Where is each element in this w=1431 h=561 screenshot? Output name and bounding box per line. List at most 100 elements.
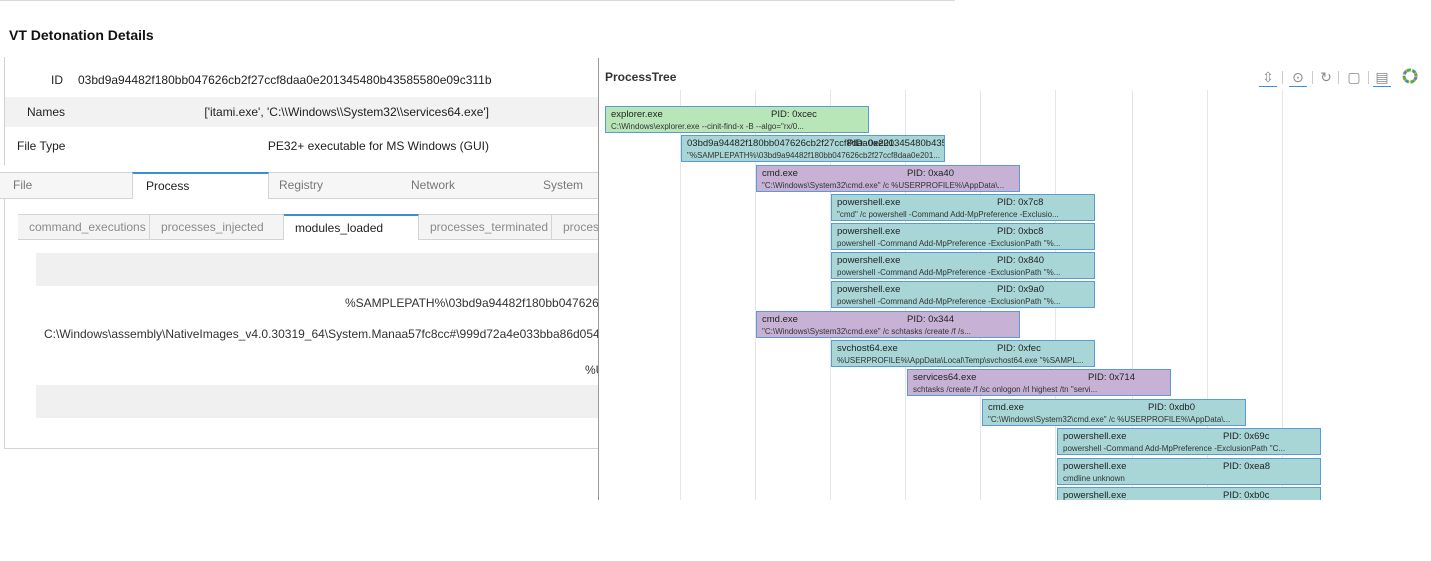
gridline <box>680 90 681 500</box>
gridline <box>1132 90 1133 500</box>
process-node[interactable]: svchost64.exe PID: 0xfec %USERPROFILE%\App… <box>831 340 1095 367</box>
page-title: VT Detonation Details <box>9 27 154 43</box>
filetype-value: PE32+ executable for MS Windows (GUI) <box>267 139 489 153</box>
process-pid: PID: 0x344 <box>907 314 954 325</box>
save-icon[interactable]: ▢ <box>1347 69 1361 85</box>
process-node[interactable]: 03bd9a94482f180bb047626cb2f27ccf8daa0e20… <box>681 135 945 162</box>
process-cmdline: schtasks /create /f /sc onlogon /rl high… <box>913 385 1098 394</box>
tab-registry[interactable]: Registry <box>279 178 324 192</box>
tab-process[interactable]: Process <box>132 172 269 199</box>
process-name: svchost64.exe <box>837 343 898 354</box>
details-table: ID 03bd9a94482f180bb047626cb2f27ccf8daa0… <box>4 57 601 165</box>
id-value: 03bd9a94482f180bb047626cb2f27ccf8daa0e20… <box>78 73 492 87</box>
process-pid: PID: 0xe20 <box>847 138 894 149</box>
process-node[interactable]: powershell.exe PID: 0xbc8 powershell -Comm… <box>831 223 1095 250</box>
process-cmdline: "C:\Windows\System32\cmd.exe" /c %USERPR… <box>988 415 1231 424</box>
process-pid: PID: 0xb0c <box>1223 490 1270 500</box>
names-label: Names <box>27 105 66 119</box>
process-cmdline: C:\Windows\explorer.exe --cinit-find-x -… <box>611 122 804 131</box>
comment-icon[interactable]: ▤ <box>1373 68 1391 87</box>
module-row-empty <box>36 253 600 286</box>
module-row: C:\Windows\assembly\NativeImages_v4.0.30… <box>44 327 600 341</box>
gridline <box>755 90 756 500</box>
process-cmdline: cmdline unknown <box>1063 474 1125 483</box>
tab-system[interactable]: System <box>543 178 584 192</box>
process-name: powershell.exe <box>837 255 901 266</box>
process-pid: PID: 0xdb0 <box>1148 402 1195 413</box>
process-node[interactable]: powershell.exe PID: 0x7c8 "cmd" /c powersh… <box>831 194 1095 221</box>
sub-tab-bar: command_executions processes_injected mo… <box>18 214 601 240</box>
palette-icon[interactable] <box>1401 68 1419 86</box>
module-row: %SAMPLEPATH%\03bd9a94482f180bb047626c <box>345 296 600 310</box>
process-pid: PID: 0xfec <box>997 343 1041 354</box>
module-row-empty <box>36 385 600 418</box>
process-name: powershell.exe <box>1063 431 1127 442</box>
process-cmdline: %USERPROFILE%\AppData\Local\Temp\svchost… <box>837 356 1084 365</box>
subtab-processes-terminated[interactable]: processes_terminated <box>419 215 552 239</box>
process-node[interactable]: cmd.exe PID: 0x344 "C:\Windows\System32\cm… <box>756 311 1020 338</box>
process-cmdline: "C:\Windows\System32\cmd.exe" /c schtask… <box>762 327 971 336</box>
filetype-row: File Type PE32+ executable for MS Window… <box>5 131 601 161</box>
process-pid: PID: 0xa40 <box>907 168 954 179</box>
id-label: ID <box>51 73 63 87</box>
process-cmdline: "%SAMPLEPATH%\03bd9a94482f180bb047626cb2… <box>687 151 940 160</box>
process-pid: PID: 0x714 <box>1088 372 1135 383</box>
main-tab-bar: File Process Registry Network System <box>0 172 600 199</box>
process-cmdline: "cmd" /c powershell -Command Add-MpPrefe… <box>837 210 1059 219</box>
process-name: services64.exe <box>913 372 977 383</box>
subtab-command-executions[interactable]: command_executions <box>18 215 150 239</box>
process-cmdline: powershell -Command Add-MpPreference -Ex… <box>837 297 1061 306</box>
process-node[interactable]: powershell.exe PID: 0xea8 cmdline unknown <box>1057 458 1321 485</box>
process-name: powershell.exe <box>1063 490 1127 500</box>
module-row: %U <box>585 363 600 377</box>
id-row: ID 03bd9a94482f180bb047626cb2f27ccf8daa0… <box>5 65 601 95</box>
refresh-icon[interactable]: ↻ <box>1320 69 1332 85</box>
toolbar-divider <box>1368 71 1369 84</box>
process-pid: PID: 0x840 <box>997 255 1044 266</box>
process-name: cmd.exe <box>988 402 1024 413</box>
process-name: cmd.exe <box>762 168 798 179</box>
process-pid: PID: 0xcec <box>771 109 817 120</box>
expand-icon[interactable]: ⇳ <box>1259 68 1277 87</box>
process-cmdline: "C:\Windows\System32\cmd.exe" /c %USERPR… <box>762 181 1005 190</box>
process-node[interactable]: powershell.exe PID: 0x9a0 powershell -Comm… <box>831 281 1095 308</box>
subtab-modules-loaded[interactable]: modules_loaded <box>284 214 419 240</box>
tab-network[interactable]: Network <box>411 178 456 192</box>
names-row: Names ['itami.exe', 'C:\\Windows\\System… <box>5 97 601 127</box>
process-name: powershell.exe <box>837 197 901 208</box>
process-name: 03bd9a94482f180bb047626cb2f27ccf8daa0e20… <box>687 138 945 149</box>
detonation-details-panel: VT Detonation Details ID 03bd9a94482f180… <box>0 0 955 449</box>
process-pid: PID: 0xbc8 <box>997 226 1044 237</box>
zoom-icon[interactable]: ⊙ <box>1289 68 1307 87</box>
process-node[interactable]: cmd.exe PID: 0xa40 "C:\Windows\System32\cm… <box>756 165 1020 192</box>
subtab-proces[interactable]: proces <box>552 215 601 239</box>
gridline <box>1282 90 1283 500</box>
toolbar-divider <box>1282 71 1283 84</box>
process-pid: PID: 0xea8 <box>1223 461 1270 472</box>
process-tree-title: ProcessTree <box>605 70 677 84</box>
process-name: powershell.exe <box>837 284 901 295</box>
gridline <box>830 90 831 500</box>
process-name: powershell.exe <box>1063 461 1127 472</box>
process-pid: PID: 0x69c <box>1223 431 1270 442</box>
process-name: powershell.exe <box>837 226 901 237</box>
tab-file[interactable]: File <box>13 178 33 192</box>
process-pid: PID: 0x9a0 <box>997 284 1044 295</box>
gridline <box>1207 90 1208 500</box>
process-node[interactable]: cmd.exe PID: 0xdb0 "C:\Windows\System32\cm… <box>982 399 1246 426</box>
process-name: explorer.exe <box>611 109 663 120</box>
process-name: cmd.exe <box>762 314 798 325</box>
toolbar-divider <box>1338 71 1339 84</box>
subtab-processes-injected[interactable]: processes_injected <box>150 215 284 239</box>
filetype-label: File Type <box>17 139 66 153</box>
process-cmdline: powershell -Command Add-MpPreference -Ex… <box>837 239 1061 248</box>
process-node[interactable]: powershell.exe PID: 0xb0c <box>1057 487 1321 500</box>
top-divider <box>0 0 955 1</box>
names-value: ['itami.exe', 'C:\\Windows\\System32\\se… <box>204 105 489 119</box>
process-pid: PID: 0x7c8 <box>997 197 1044 208</box>
process-node[interactable]: services64.exe PID: 0x714 schtasks /create… <box>907 369 1171 396</box>
